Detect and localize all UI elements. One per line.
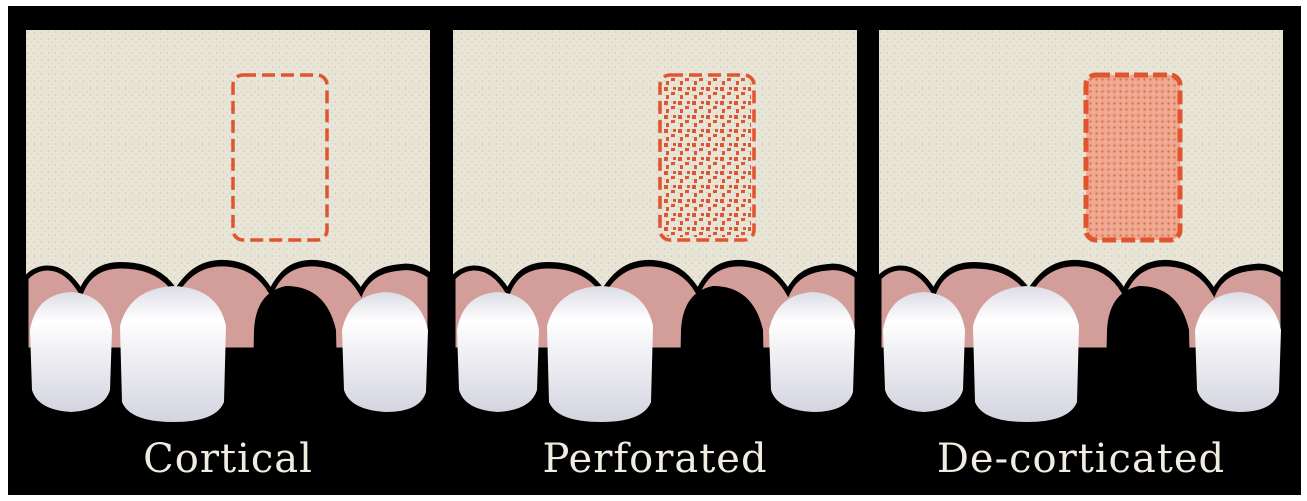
tooth-central: [120, 286, 226, 422]
interdental-gap: [1105, 286, 1191, 426]
tooth-central: [973, 286, 1079, 422]
bone-block: [26, 30, 430, 288]
interdental-gap: [679, 286, 765, 426]
tooth-left: [30, 292, 112, 412]
bone-block: [879, 30, 1283, 288]
tooth-right: [342, 292, 428, 412]
caption-cortical: Cortical: [26, 436, 430, 482]
tooth-central: [547, 286, 653, 422]
panel-cortical: Cortical: [26, 30, 430, 426]
panel-cortical-illustration: [26, 30, 430, 426]
bone-block: [453, 30, 857, 288]
panel-decorticated-illustration: [879, 30, 1283, 426]
panel-perforated-illustration: [453, 30, 857, 426]
tooth-right: [1195, 292, 1281, 412]
tooth-right: [769, 292, 855, 412]
panel-decorticated: De-corticated: [879, 30, 1283, 426]
figure-frame: Cortical: [8, 6, 1301, 495]
interdental-gap: [252, 286, 338, 426]
panel-perforated: Perforated: [453, 30, 857, 426]
caption-perforated: Perforated: [453, 436, 857, 482]
graft-site-decorticated-area: [1086, 75, 1180, 240]
tooth-left: [457, 292, 539, 412]
tooth-left: [883, 292, 965, 412]
caption-decorticated: De-corticated: [879, 436, 1283, 482]
graft-site-perforations: [663, 78, 751, 237]
